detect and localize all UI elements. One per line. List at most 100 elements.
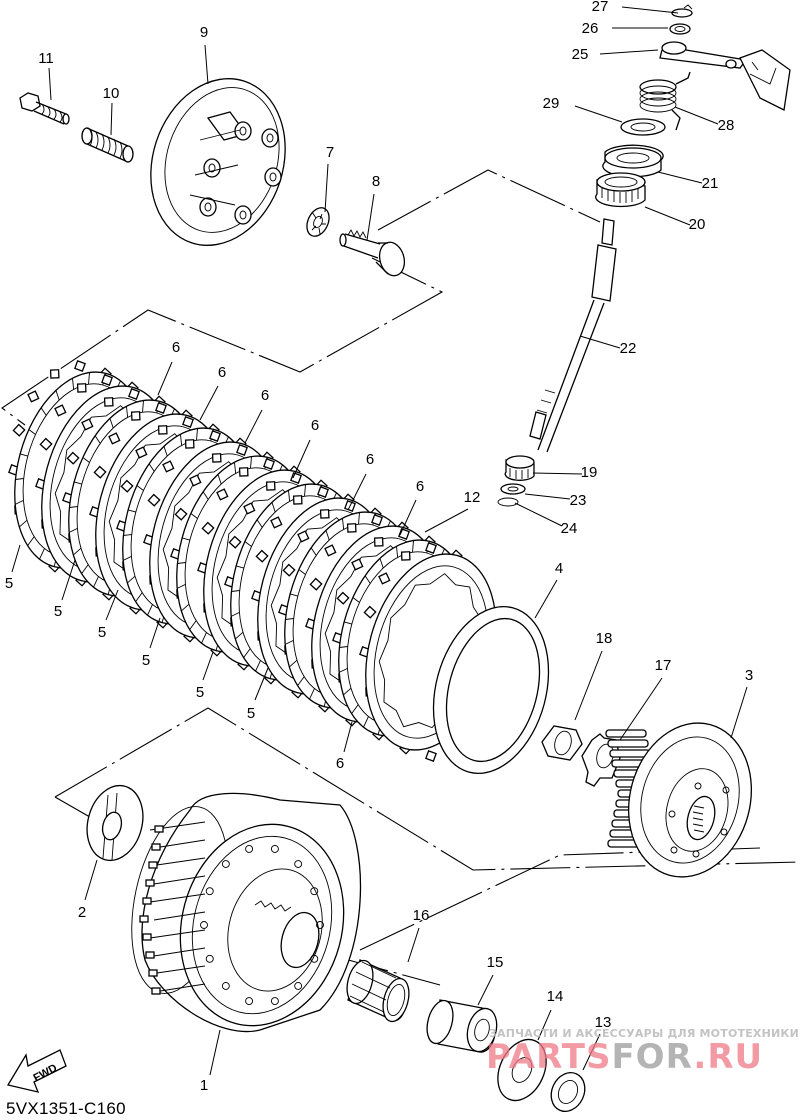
callout-leader-line	[110, 102, 113, 136]
callout-number: 16	[413, 907, 430, 924]
callout-leader-line	[204, 44, 209, 85]
callout-17[interactable]: 17	[619, 657, 672, 741]
callout-number: 6	[416, 478, 424, 495]
callout-leader-line	[202, 651, 214, 681]
part-4-friction-plate-2	[432, 606, 550, 774]
callout-leader-line	[537, 1009, 552, 1041]
callout-leader-line	[343, 721, 353, 753]
callout-4[interactable]: 4	[534, 560, 563, 619]
callout-18[interactable]: 18	[574, 630, 612, 721]
callout-number: 5	[54, 603, 62, 620]
part-1-clutch-housing	[131, 792, 362, 1033]
callout-leader-line	[254, 667, 269, 701]
callout-1[interactable]: 1	[200, 1029, 221, 1094]
callout-6[interactable]: 6	[157, 339, 180, 396]
callout-28[interactable]: 28	[674, 106, 734, 134]
part-7-plate-washer	[306, 207, 330, 237]
callout-number: 21	[702, 175, 719, 192]
callout-8[interactable]: 8	[366, 173, 380, 241]
watermark-brand[interactable]: PARTSFOR.RU	[486, 1037, 763, 1077]
callout-number: 8	[372, 173, 380, 190]
callout-9[interactable]: 9	[200, 24, 209, 85]
callout-3[interactable]: 3	[730, 667, 753, 739]
callout-19[interactable]: 19	[532, 464, 598, 481]
callout-number: 17	[655, 657, 672, 674]
callout-23[interactable]: 23	[524, 492, 586, 509]
callout-25[interactable]: 25	[572, 46, 659, 63]
part-14-plate-washer	[497, 1038, 547, 1102]
callout-number: 19	[581, 464, 598, 481]
callout-13[interactable]: 13	[582, 1014, 611, 1071]
callout-24[interactable]: 24	[514, 502, 577, 537]
callout-26[interactable]: 26	[582, 20, 668, 37]
callout-5[interactable]: 5	[196, 651, 214, 701]
callout-number: 6	[311, 417, 319, 434]
part-15-spacer	[426, 999, 498, 1053]
part-16-needle-bearing	[346, 959, 410, 1023]
callout-27[interactable]: 27	[592, 0, 679, 15]
callout-leader-line	[730, 686, 748, 739]
callout-number: 9	[200, 24, 208, 41]
part-28-spring	[639, 71, 691, 131]
callout-6[interactable]: 6	[399, 478, 424, 536]
callout-leader-line	[48, 67, 52, 101]
callout-11[interactable]: 11	[38, 50, 54, 101]
callout-5[interactable]: 5	[247, 667, 269, 722]
callout-leader-line	[657, 171, 703, 184]
callout-number: 6	[261, 387, 269, 404]
callout-leader-line	[399, 499, 417, 536]
callout-number: 3	[745, 667, 753, 684]
callout-number: 1	[200, 1077, 208, 1094]
callout-10[interactable]: 10	[103, 85, 120, 136]
callout-leader-line	[244, 409, 263, 444]
callout-leader-line	[674, 106, 719, 125]
watermark-brand-for: FOR	[611, 1037, 694, 1077]
watermark-brand-parts: PARTS	[486, 1037, 612, 1077]
callout-29[interactable]: 29	[543, 95, 623, 123]
part-29-washer	[620, 118, 666, 136]
callout-leader-line	[84, 859, 98, 901]
callout-leader-line	[407, 927, 420, 963]
callout-leader-line	[61, 559, 76, 601]
callout-2[interactable]: 2	[78, 859, 98, 921]
callout-6[interactable]: 6	[347, 451, 374, 511]
callout-6[interactable]: 6	[336, 721, 353, 772]
callout-number: 6	[366, 451, 374, 468]
callout-21[interactable]: 21	[657, 171, 719, 192]
callout-leader-line	[574, 105, 623, 123]
part-19-bearing	[504, 455, 535, 481]
callout-leader-line	[292, 439, 311, 479]
callout-number: 29	[543, 95, 560, 112]
callout-number: 5	[98, 624, 106, 641]
callout-5[interactable]: 5	[142, 617, 161, 669]
callout-15[interactable]: 15	[477, 954, 503, 1006]
watermark-brand-ru: .RU	[693, 1037, 764, 1077]
callout-leader-line	[574, 650, 603, 721]
callout-16[interactable]: 16	[407, 907, 430, 963]
callout-number: 2	[78, 904, 86, 921]
callout-12[interactable]: 12	[424, 489, 480, 533]
part-22-push-rod-2	[529, 218, 617, 453]
callout-number: 6	[336, 755, 344, 772]
callout-leader-line	[599, 49, 659, 55]
callout-leader-line	[11, 544, 21, 573]
callout-14[interactable]: 14	[537, 988, 563, 1041]
callout-5[interactable]: 5	[5, 544, 21, 592]
callout-6[interactable]: 6	[199, 364, 226, 421]
diagram-code: 5VX1351-C160	[6, 1099, 126, 1118]
callout-leader-line	[532, 472, 583, 475]
callout-20[interactable]: 20	[644, 206, 705, 233]
callout-22[interactable]: 22	[579, 335, 636, 357]
callout-leader-line	[157, 361, 173, 396]
callout-leader-line	[621, 6, 679, 14]
callout-7[interactable]: 7	[324, 144, 334, 213]
callout-number: 6	[172, 339, 180, 356]
part-25-push-lever-assembly	[659, 41, 791, 111]
callout-number: 26	[582, 20, 599, 37]
callout-leader-line	[477, 974, 494, 1006]
callout-6[interactable]: 6	[292, 417, 319, 479]
callout-6[interactable]: 6	[244, 387, 269, 444]
callout-5[interactable]: 5	[54, 559, 76, 620]
callout-5[interactable]: 5	[98, 589, 119, 641]
